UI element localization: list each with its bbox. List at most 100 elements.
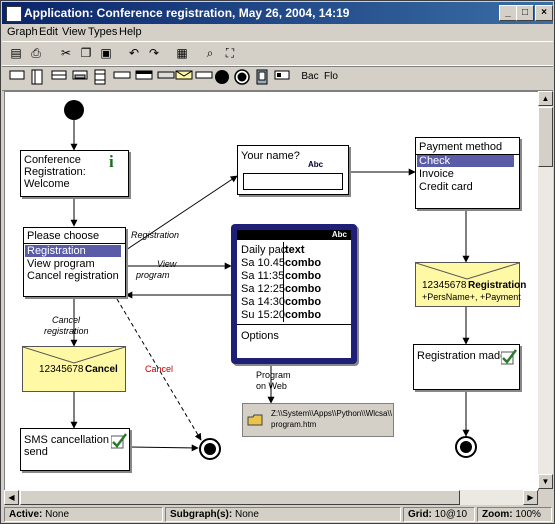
status-zoom: Zoom: 100% <box>477 507 552 522</box>
end-node-registration[interactable] <box>455 436 477 458</box>
reg-sms-params: +PersName+, +Payment <box>422 292 521 302</box>
text-node-icon[interactable] <box>8 69 26 85</box>
maximize-button[interactable]: □ <box>516 5 534 21</box>
bar-node-icon[interactable] <box>156 69 176 85</box>
sms-cancel-line-1: SMS cancellation <box>24 434 109 446</box>
status-zoom-label: Zoom: <box>482 509 513 520</box>
undo-icon[interactable]: ↶ <box>128 46 140 60</box>
menu-help[interactable]: Help <box>119 26 142 38</box>
phone-value: combo <box>285 309 322 321</box>
phone-header-value: text <box>285 244 305 256</box>
choose-item-view-program[interactable]: View program <box>27 258 95 270</box>
start-node[interactable] <box>64 100 84 120</box>
name-input[interactable] <box>243 173 343 190</box>
choose-title: Please choose <box>27 230 100 242</box>
menu-graph[interactable]: Graph <box>7 26 38 38</box>
cut-icon[interactable]: ✂ <box>60 46 72 60</box>
edge-label-program-1: Program <box>256 370 291 380</box>
payment-title: Payment method <box>419 141 503 153</box>
scroll-up-icon[interactable]: ▲ <box>538 91 553 106</box>
program-file-path-1: Z:\\System\\Apps\\Python\\Wlcsa\\ <box>271 409 392 418</box>
welcome-node[interactable]: Conference Registration: Welcome i <box>20 150 129 197</box>
paste-icon[interactable]: ▣ <box>100 46 112 60</box>
status-subgraphs-label: Subgraph(s): <box>170 509 233 520</box>
app-icon <box>6 6 22 22</box>
scroll-left-icon[interactable]: ◀ <box>4 490 19 505</box>
registration-sms-node[interactable]: 12345678 Registration +PersName+, +Payme… <box>415 262 526 307</box>
payment-item-invoice[interactable]: Invoice <box>419 168 454 180</box>
scroll-node-icon[interactable] <box>92 69 108 85</box>
reg-sms-word: Registration <box>468 280 527 291</box>
edge-choose-end-dashed <box>116 298 202 441</box>
edge-label-cancel-reg-1: Cancel <box>52 315 81 325</box>
payment-item-check[interactable]: Check <box>417 155 514 167</box>
zoom-icon[interactable]: ⌕ <box>206 46 214 60</box>
program-file-node[interactable]: Z:\\System\\Apps\\Python\\Wlcsa\\ progra… <box>242 403 394 437</box>
flo-button[interactable]: Flo <box>324 71 338 82</box>
title-bar[interactable]: Application: Conference registration, Ma… <box>2 2 553 24</box>
vertical-scrollbar[interactable]: ▲ ▼ <box>538 91 553 489</box>
edge-label-program-2: on Web <box>256 381 287 391</box>
payment-node[interactable]: Payment method Check Invoice Credit card <box>415 137 520 209</box>
vertical-scroll-thumb[interactable] <box>538 107 553 167</box>
payment-item-credit-card[interactable]: Credit card <box>419 181 473 193</box>
phone-node[interactable]: Abc Daily pac text Sa 10.45 combo Sa 11:… <box>231 224 357 364</box>
scroll-down-icon[interactable]: ▼ <box>538 474 553 489</box>
name-node[interactable]: Your name? Abc <box>237 145 349 195</box>
end-node-icon[interactable] <box>234 69 250 85</box>
horizontal-scrollbar[interactable]: ◀ ▶ <box>4 490 538 505</box>
diagram-edges <box>70 120 470 452</box>
scroll-right-icon[interactable]: ▶ <box>523 490 538 505</box>
cancel-sms-node[interactable]: 12345678 Cancel <box>22 346 126 392</box>
phone-node-icon[interactable] <box>254 69 270 85</box>
minimize-button[interactable]: _ <box>499 5 517 21</box>
checkmark-icon <box>111 433 127 449</box>
list-node-icon[interactable] <box>50 69 68 85</box>
end-node-cancel[interactable] <box>199 438 221 460</box>
status-grid: Grid: 10@10 <box>403 507 475 522</box>
choose-item-cancel[interactable]: Cancel registration <box>27 270 119 282</box>
phone-time: Sa 11:35 <box>241 270 285 282</box>
grid-icon[interactable]: ▦ <box>176 46 188 60</box>
sms-cancellation-node[interactable]: SMS cancellation send <box>20 428 130 471</box>
node-type-toolbar: Bac Flo <box>2 65 553 91</box>
form-node-icon[interactable] <box>71 69 89 85</box>
phone-options[interactable]: Options <box>241 330 279 342</box>
image-node-icon[interactable] <box>274 69 290 85</box>
print-icon[interactable]: ⎙ <box>31 46 41 60</box>
new-graph-icon[interactable]: ▤ <box>10 46 22 60</box>
edge-label-view-2: program <box>136 270 170 280</box>
close-button[interactable]: × <box>535 5 553 21</box>
menu-bar: Graph Edit View Types Help <box>2 25 553 41</box>
phone-value: combo <box>285 283 322 295</box>
copy-icon[interactable]: ❐ <box>80 46 92 60</box>
phone-header: Abc <box>237 230 351 240</box>
tall-node-icon[interactable] <box>29 69 45 85</box>
welcome-line-3: Welcome <box>24 178 70 190</box>
program-file-path-2: program.htm <box>271 420 317 429</box>
horizontal-scroll-thumb[interactable] <box>20 490 460 505</box>
menu-types[interactable]: Types <box>88 26 118 38</box>
wide-node-icon[interactable] <box>112 69 132 85</box>
cancel-sms-number: 12345678 <box>39 364 84 375</box>
diagram-canvas[interactable]: Conference Registration: Welcome i Pleas… <box>4 91 539 491</box>
registration-made-node[interactable]: Registration made <box>413 344 520 390</box>
fit-icon[interactable]: ⛶ <box>225 46 235 60</box>
status-grid-value: 10@10 <box>434 509 468 520</box>
start-node-icon[interactable] <box>214 69 230 85</box>
choose-item-registration[interactable]: Registration <box>25 245 121 257</box>
sms-node-icon[interactable] <box>175 69 193 85</box>
choose-node[interactable]: Please choose Registration View program … <box>23 227 126 297</box>
header-node-icon[interactable] <box>134 69 154 85</box>
bac-button[interactable]: Bac <box>301 71 319 82</box>
menu-edit[interactable]: Edit <box>39 26 58 38</box>
phone-time: Sa 10.45 <box>241 257 286 269</box>
status-active-value: None <box>45 509 70 520</box>
plain-node-icon[interactable] <box>195 69 213 85</box>
phone-header-label: Daily pac <box>241 244 287 256</box>
redo-icon[interactable]: ↷ <box>148 46 160 60</box>
menu-view[interactable]: View <box>62 26 86 38</box>
edge-label-cancel: Cancel <box>145 364 174 374</box>
phone-value: combo <box>285 296 322 308</box>
status-subgraphs-value: None <box>235 509 259 520</box>
